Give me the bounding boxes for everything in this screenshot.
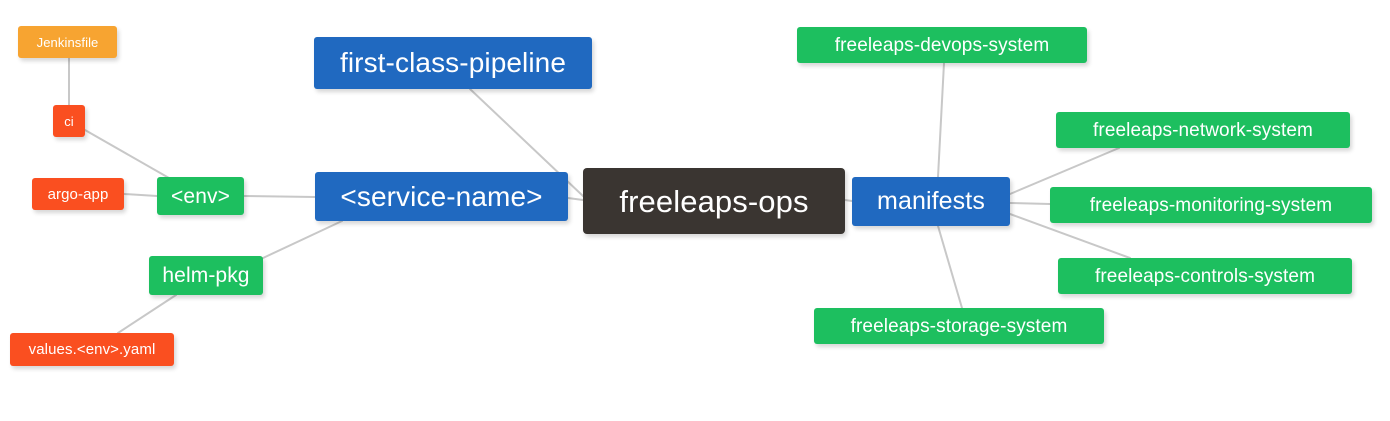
edge-env-to-ci: [84, 129, 177, 183]
node-label: argo-app: [47, 185, 109, 203]
node-label: freeleaps-storage-system: [850, 315, 1068, 337]
node-helmpkg[interactable]: helm-pkg: [149, 256, 263, 295]
node-label: Jenkinsfile: [36, 34, 99, 50]
node-label: freeleaps-monitoring-system: [1089, 194, 1333, 216]
node-label: freeleaps-network-system: [1093, 119, 1313, 141]
edge-service-to-helmpkg: [262, 220, 343, 259]
edge-manifests-to-monitoring: [1009, 202, 1051, 205]
node-jenkinsfile[interactable]: Jenkinsfile: [18, 26, 117, 58]
edge-manifests-to-devops: [937, 62, 945, 178]
node-service[interactable]: <service-name>: [315, 172, 568, 221]
node-pipeline[interactable]: first-class-pipeline: [314, 37, 592, 89]
node-label: first-class-pipeline: [339, 47, 567, 78]
node-manifests[interactable]: manifests: [852, 177, 1010, 226]
node-label: <env>: [171, 184, 230, 208]
node-argoapp[interactable]: argo-app: [32, 178, 124, 210]
node-label: freeleaps-controls-system: [1094, 265, 1316, 287]
node-label: freeleaps-ops: [619, 183, 809, 219]
edge-env-to-argoapp: [123, 193, 158, 197]
edge-manifests-to-storage: [937, 225, 963, 309]
node-label: manifests: [877, 187, 985, 215]
node-monitoring[interactable]: freeleaps-monitoring-system: [1050, 187, 1372, 223]
node-devops[interactable]: freeleaps-devops-system: [797, 27, 1087, 63]
edge-service-to-env: [243, 195, 316, 198]
edge-root-to-service: [567, 197, 584, 201]
node-env[interactable]: <env>: [157, 177, 244, 215]
node-ci[interactable]: ci: [53, 105, 85, 137]
node-label: helm-pkg: [162, 264, 250, 287]
node-label: values.<env>.yaml: [28, 341, 156, 358]
node-label: <service-name>: [340, 180, 543, 212]
node-network[interactable]: freeleaps-network-system: [1056, 112, 1350, 148]
node-label: freeleaps-devops-system: [834, 34, 1050, 56]
edge-root-to-manifests: [844, 199, 853, 202]
edge-helmpkg-to-values: [117, 294, 177, 334]
node-root[interactable]: freeleaps-ops: [583, 168, 845, 234]
node-label: ci: [64, 113, 74, 129]
node-controls[interactable]: freeleaps-controls-system: [1058, 258, 1352, 294]
node-storage[interactable]: freeleaps-storage-system: [814, 308, 1104, 344]
node-values[interactable]: values.<env>.yaml: [10, 333, 174, 366]
